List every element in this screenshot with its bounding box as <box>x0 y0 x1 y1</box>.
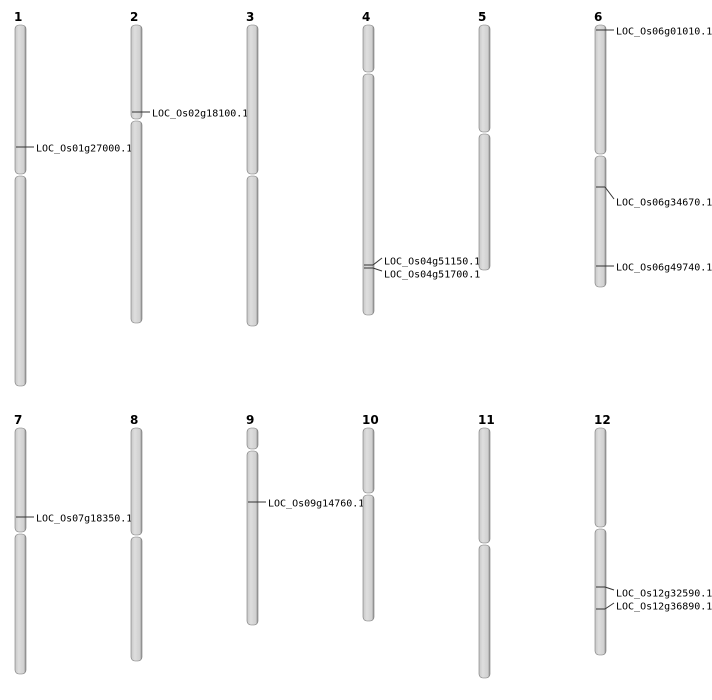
short-arm <box>14 24 27 175</box>
gene-marker: LOC_Os04g51150.1 <box>364 257 480 268</box>
gene-label: LOC_Os06g49740.1 <box>616 263 712 274</box>
gene-label: LOC_Os07g18350.1 <box>36 514 132 525</box>
long-arm <box>246 450 259 626</box>
gene-marker: LOC_Os12g36890.1 <box>596 602 712 613</box>
short-arm <box>478 24 491 133</box>
short-arm <box>246 24 259 175</box>
gene-label: LOC_Os06g01010.1 <box>616 27 712 38</box>
gene-label: LOC_Os04g51150.1 <box>384 257 480 268</box>
long-arm <box>478 133 491 271</box>
chromosome-label: 2 <box>130 10 138 24</box>
short-arm <box>478 427 491 544</box>
gene-label: LOC_Os09g14760.1 <box>268 499 364 510</box>
chromosome-10: 10 <box>362 413 379 622</box>
chromosome-3: 3 <box>246 10 259 327</box>
long-arm <box>130 536 143 662</box>
gene-marker: LOC_Os07g18350.1 <box>16 514 132 525</box>
chromosome-label: 7 <box>14 413 22 427</box>
chromosome-8: 8 <box>130 413 143 662</box>
chromosome-6: 6LOC_Os06g01010.1LOC_Os06g34670.1LOC_Os0… <box>594 10 712 288</box>
long-arm <box>362 73 375 316</box>
gene-marker: LOC_Os06g34670.1 <box>596 186 712 209</box>
gene-label: LOC_Os12g32590.1 <box>616 589 712 600</box>
gene-marker: LOC_Os04g51700.1 <box>364 267 480 281</box>
chromosome-label: 6 <box>594 10 602 24</box>
gene-label: LOC_Os01g27000.1 <box>36 144 132 155</box>
chromosome-label: 3 <box>246 10 254 24</box>
gene-marker: LOC_Os06g01010.1 <box>596 27 712 38</box>
short-arm <box>594 24 607 155</box>
long-arm <box>594 528 607 656</box>
long-arm <box>130 120 143 324</box>
gene-label: LOC_Os06g34670.1 <box>616 198 712 209</box>
gene-marker: LOC_Os12g32590.1 <box>596 586 712 600</box>
gene-marker: LOC_Os06g49740.1 <box>596 263 712 274</box>
gene-label: LOC_Os02g18100.1 <box>152 109 248 120</box>
chromosome-label: 1 <box>14 10 22 24</box>
chromosome-label: 10 <box>362 413 379 427</box>
short-arm <box>362 427 375 494</box>
short-arm <box>130 427 143 536</box>
short-arm <box>362 24 375 73</box>
short-arm <box>130 24 143 120</box>
short-arm <box>14 427 27 533</box>
short-arm <box>246 427 259 450</box>
gene-label: LOC_Os12g36890.1 <box>616 602 712 613</box>
chromosome-label: 12 <box>594 413 611 427</box>
chromosome-label: 9 <box>246 413 254 427</box>
long-arm <box>362 494 375 622</box>
chromosome-5: 5 <box>478 10 491 271</box>
long-arm <box>478 544 491 679</box>
chromosome-11: 11 <box>478 413 495 679</box>
gene-label: LOC_Os04g51700.1 <box>384 270 480 281</box>
chromosome-label: 8 <box>130 413 138 427</box>
long-arm <box>594 155 607 288</box>
gene-marker: LOC_Os02g18100.1 <box>132 109 248 120</box>
long-arm <box>246 175 259 327</box>
long-arm <box>14 175 27 387</box>
gene-marker: LOC_Os01g27000.1 <box>16 144 132 155</box>
chromosome-label: 5 <box>478 10 486 24</box>
chromosome-label: 4 <box>362 10 370 24</box>
long-arm <box>14 533 27 675</box>
short-arm <box>594 427 607 528</box>
chromosome-label: 11 <box>478 413 495 427</box>
gene-marker: LOC_Os09g14760.1 <box>248 499 364 510</box>
